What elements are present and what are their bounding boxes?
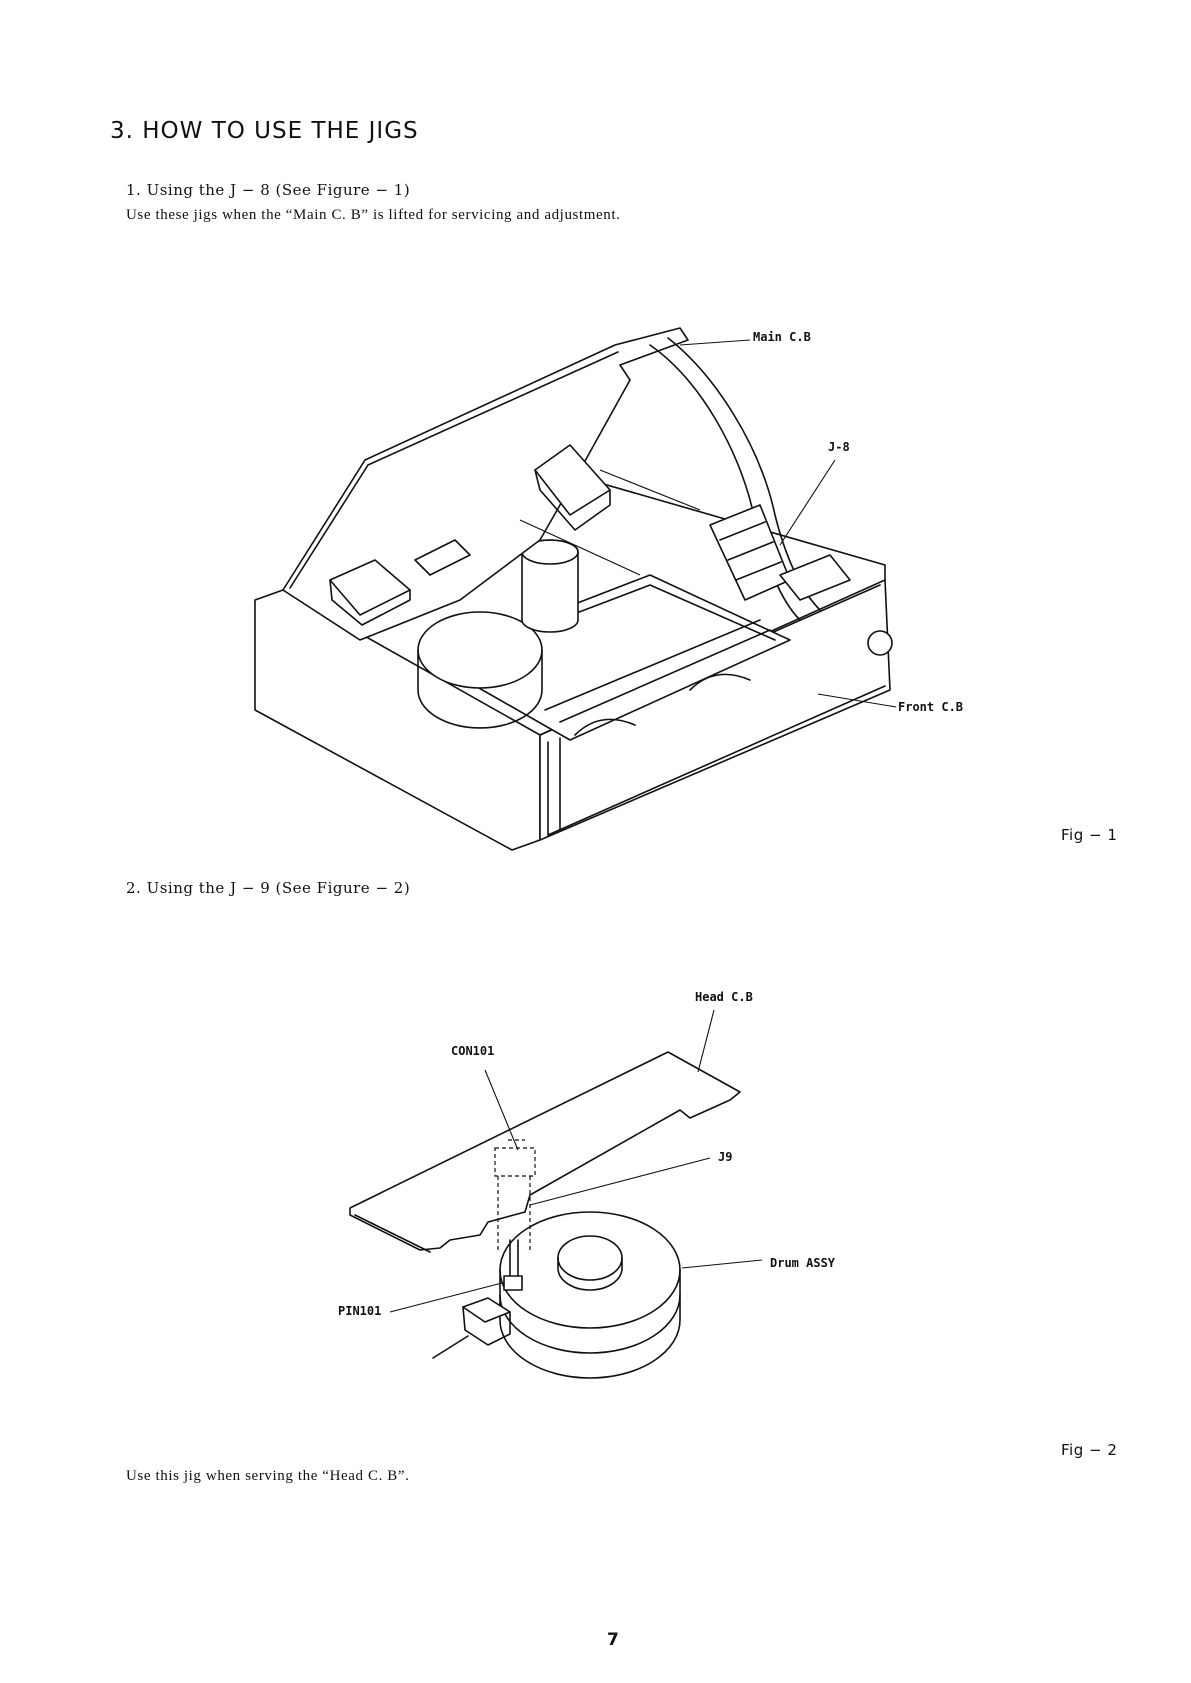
head-cb-label: Head C.B [695,990,753,1004]
drum-center-hub [558,1236,622,1280]
con101-label: CON101 [451,1044,494,1058]
drum-assy-label: Drum ASSY [770,1256,835,1270]
pin101-label: PIN101 [338,1304,381,1318]
footer-note: Use this jig when serving the “Head C. B… [126,1468,409,1485]
sensor-block [463,1298,510,1322]
page-number: 7 [607,1630,619,1650]
figure-2-caption: Fig − 2 [1061,1441,1117,1459]
drum-assy-leader-line [682,1260,762,1268]
head-cb-leader-line [698,1010,714,1072]
j9-label: J9 [718,1150,732,1164]
